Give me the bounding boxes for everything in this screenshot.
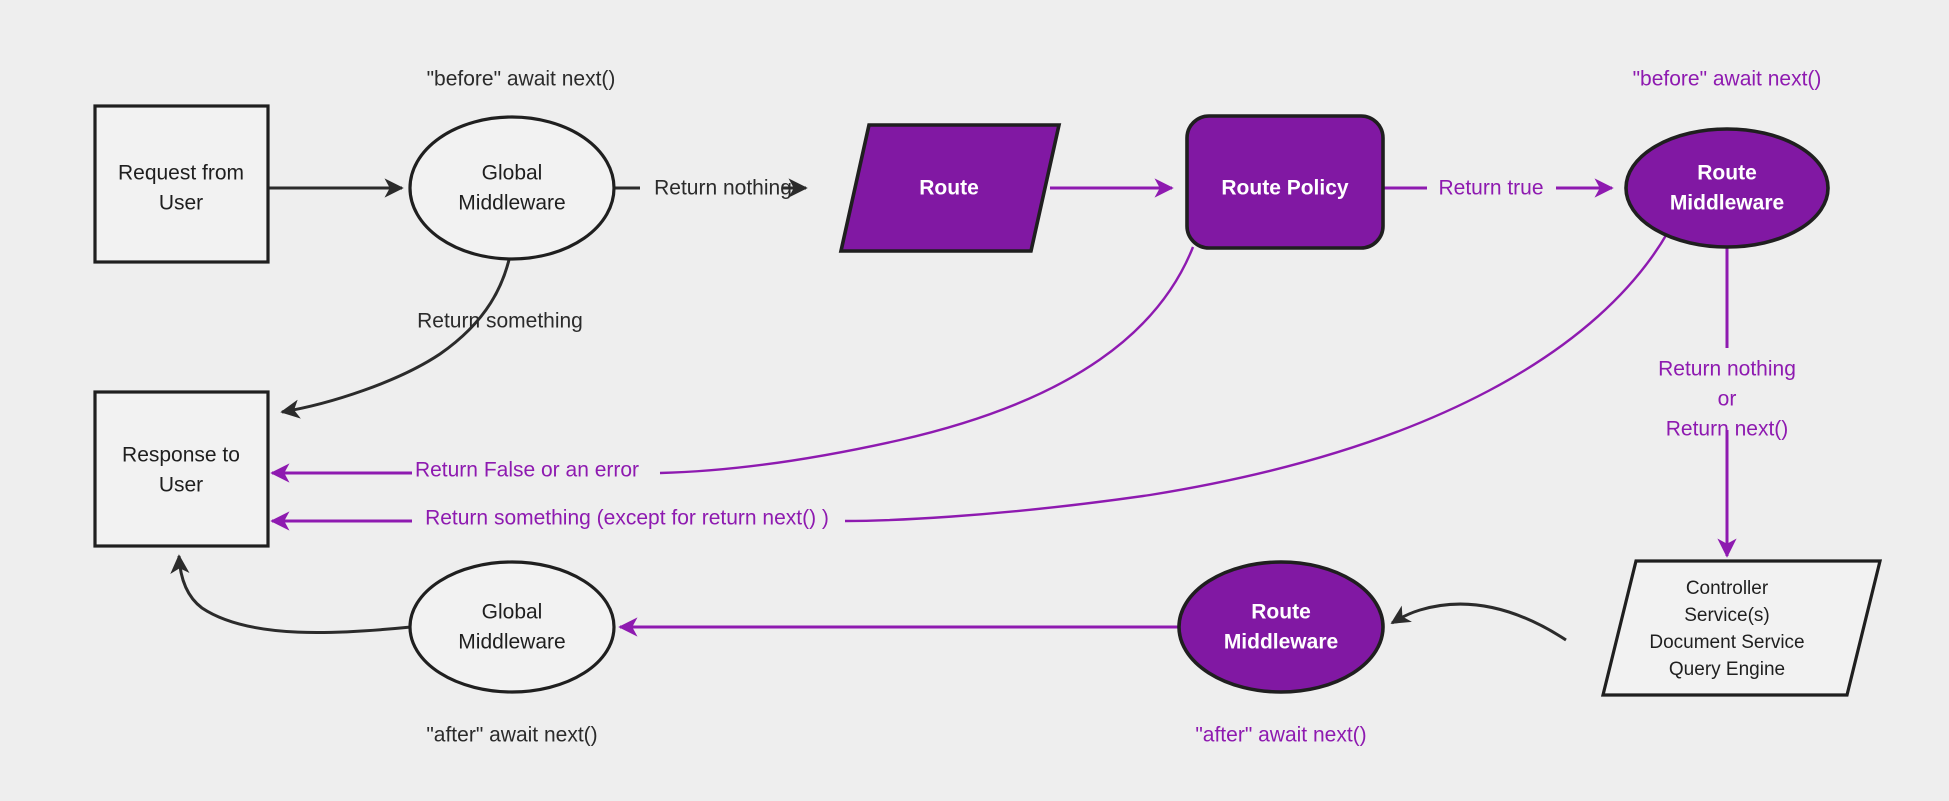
route-middleware-bottom-label-line1: Route [1251, 601, 1311, 624]
controller-label-line4: Query Engine [1669, 659, 1785, 680]
edge-global-middleware-bottom-to-response [170, 554, 412, 635]
route-policy-label: Route Policy [1221, 177, 1349, 200]
edge-label-return-false-or-error: Return False or an error [415, 459, 639, 482]
response-box-shape [93, 390, 270, 548]
annotation-before-await-next-route-middleware: "before" await next() [1633, 68, 1822, 91]
global-middleware-top-shape [408, 115, 616, 261]
edge-policy-return-false-curve [659, 246, 1195, 475]
annotation-after-await-next-route-middleware: "after" await next() [1195, 724, 1366, 747]
annotation-after-await-next-global: "after" await next() [426, 724, 597, 747]
edge-label-return-something-top: Return something [417, 310, 583, 333]
route-parallelogram-shape [838, 123, 1062, 253]
node-response-to-user[interactable]: Response to User [93, 390, 270, 548]
node-route[interactable]: Route [838, 123, 1062, 253]
edge-label-return-nothing: Return nothing [654, 177, 792, 200]
edge-label-return-nothing-vertical-1: Return nothing [1658, 358, 1796, 381]
route-middleware-top-label-line2: Middleware [1670, 192, 1784, 215]
node-global-middleware-bottom[interactable]: Global Middleware [408, 560, 616, 694]
request-label-line2: User [159, 192, 203, 215]
route-policy-shape [1185, 114, 1385, 250]
route-middleware-top-label-line1: Route [1697, 162, 1757, 185]
edge-label-return-true: Return true [1438, 177, 1543, 200]
edge-global-return-something-to-response [280, 245, 514, 419]
node-request-from-user[interactable]: Request from User [93, 104, 270, 264]
request-label-line1: Request from [118, 162, 244, 185]
edge-routemw-return-something-curve [844, 231, 1670, 523]
global-middleware-bottom-shape [408, 560, 616, 694]
node-route-policy[interactable]: Route Policy [1185, 114, 1385, 250]
annotation-before-await-next-global: "before" await next() [427, 68, 616, 91]
response-label-line1: Response to [122, 444, 240, 467]
node-route-middleware-bottom[interactable]: Route Middleware [1177, 560, 1385, 694]
global-middleware-top-label-line2: Middleware [458, 192, 565, 215]
request-box-shape [93, 104, 270, 264]
controller-label-line1: Controller [1686, 578, 1769, 599]
node-route-middleware-top[interactable]: Route Middleware [1624, 127, 1830, 249]
global-middleware-bottom-label-line1: Global [482, 601, 543, 624]
route-middleware-bottom-shape [1177, 560, 1385, 694]
controller-parallelogram-shape [1600, 559, 1883, 697]
edge-label-return-something-except: Return something (except for return next… [425, 507, 829, 530]
node-controller-services[interactable]: Controller Service(s) Document Service Q… [1600, 559, 1883, 697]
route-middleware-top-shape [1624, 127, 1830, 249]
edge-controller-to-route-middleware-bottom [1390, 602, 1567, 642]
controller-label-line3: Document Service [1649, 632, 1804, 653]
edge-label-return-nothing-vertical-2: or [1718, 388, 1737, 411]
route-middleware-bottom-label-line2: Middleware [1224, 631, 1338, 654]
response-label-line2: User [159, 474, 203, 497]
controller-label-line2: Service(s) [1684, 605, 1770, 626]
global-middleware-bottom-label-line2: Middleware [458, 631, 565, 654]
global-middleware-top-label-line1: Global [482, 162, 543, 185]
node-global-middleware-top[interactable]: Global Middleware [408, 115, 616, 261]
edge-label-return-nothing-vertical-3: Return next() [1666, 418, 1789, 441]
route-label: Route [919, 177, 979, 200]
